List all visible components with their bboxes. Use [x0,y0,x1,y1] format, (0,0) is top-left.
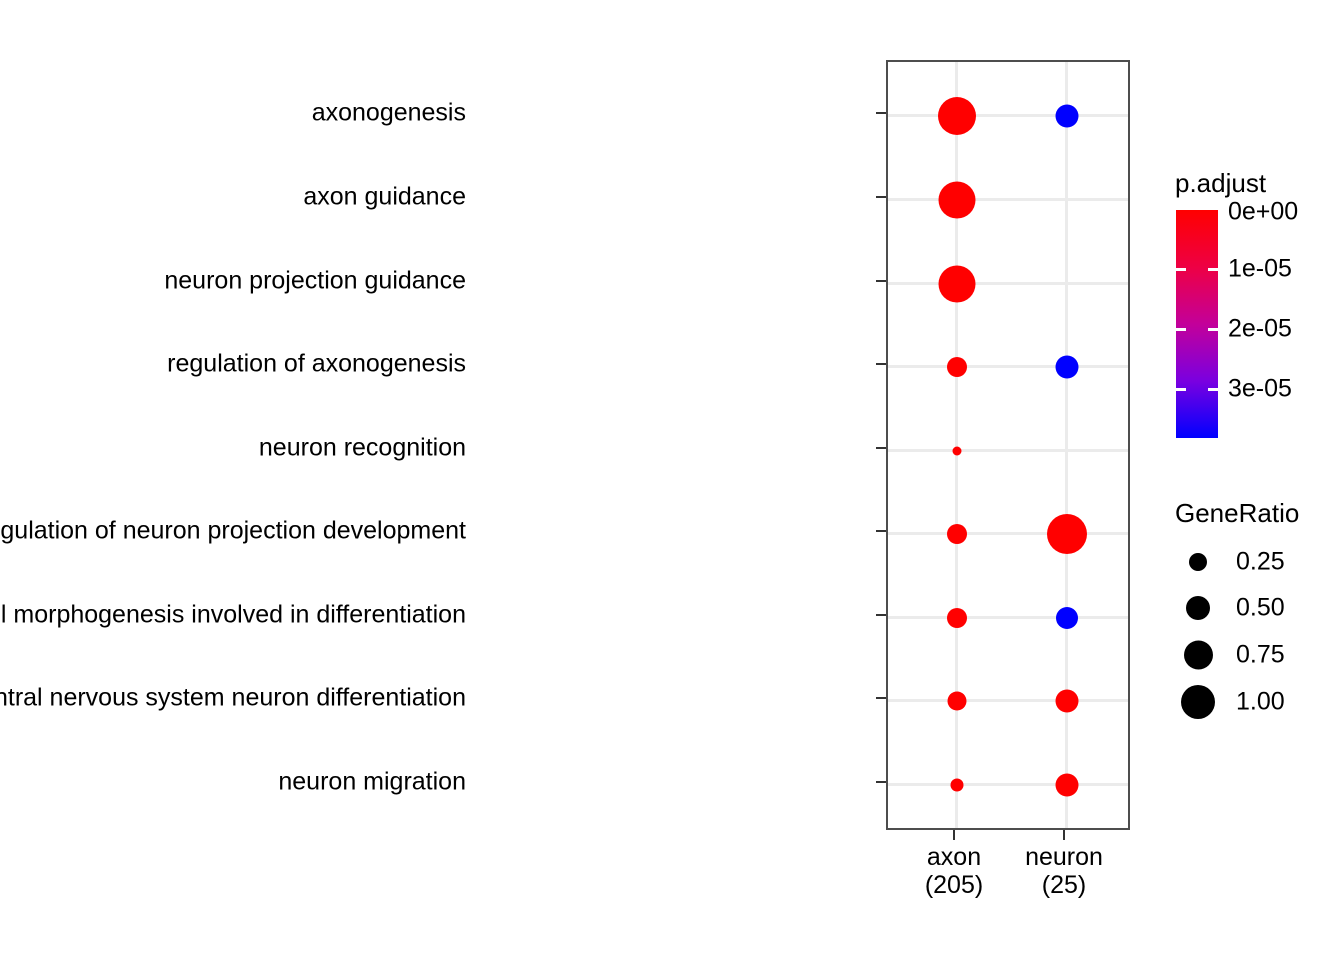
gridline-h-row-7 [888,616,1128,619]
y-tick-label-regulation-of-axonogenesis: regulation of axonogenesis [167,349,466,378]
gridline-v-neuron [1065,62,1068,828]
y-tick-label-neuron-migration: neuron migration [278,767,466,796]
y-tick-mark-6 [876,530,886,532]
generatio-label-3: 1.00 [1236,687,1285,716]
colorbar-tick-3e-05-left [1176,388,1186,391]
gridline-h-row-2 [888,198,1128,201]
gridline-h-row-1 [888,114,1128,117]
x-tick-label-neuron: neuron (25) [1025,843,1103,899]
gridline-h-row-6 [888,532,1128,535]
colorbar-label-1: 1e-05 [1228,254,1292,283]
data-point [1055,606,1078,629]
y-tick-mark-2 [876,196,886,198]
legend-padjust-title: p.adjust [1175,168,1267,198]
data-point [950,778,963,791]
x-tick-label-neuron-name: neuron [1025,843,1103,871]
y-tick-label-regulation-of-neuron-projection-development: regulation of neuron projection developm… [0,516,466,545]
colorbar-tick-1e-05-right [1208,268,1218,271]
y-tick-mark-1 [876,112,886,114]
generatio-key-3 [1176,685,1220,719]
y-tick-label-axonogenesis: axonogenesis [311,98,466,127]
legend-generatio-title: GeneRatio [1175,498,1300,528]
data-point [946,607,967,628]
y-tick-mark-4 [876,363,886,365]
data-point [938,181,975,218]
generatio-label-1: 0.50 [1236,593,1285,622]
x-tick-label-axon: axon (205) [925,843,983,899]
padjust-colorbar [1176,210,1218,438]
x-tick-label-neuron-count: (25) [1041,871,1087,899]
colorbar-tick-1e-05-left [1176,268,1186,271]
gridline-h-row-9 [888,783,1128,786]
y-tick-mark-8 [876,697,886,699]
colorbar-label-3: 3e-05 [1228,374,1292,403]
generatio-label-0: 0.25 [1236,547,1285,576]
colorbar-label-0: 0e+00 [1228,197,1299,226]
generatio-dot-1 [1186,596,1210,620]
data-point [1055,355,1078,378]
y-tick-mark-3 [876,280,886,282]
data-point [952,446,961,455]
gridline-h-row-5 [888,449,1128,452]
data-point [946,523,967,544]
data-point [947,691,966,710]
data-point [1046,513,1087,554]
data-point [1055,773,1078,796]
gridline-h-row-3 [888,282,1128,285]
colorbar-tick-2e-05-right [1208,328,1218,331]
x-tick-label-axon-count: (205) [924,871,984,899]
y-tick-label-regulation-of-cell-morphogenesis: regulation of cell morphogenesis involve… [0,600,466,629]
y-tick-label-neuron-projection-guidance: neuron projection guidance [164,266,466,295]
y-tick-label-neuron-recognition: neuron recognition [258,433,466,462]
y-tick-mark-5 [876,447,886,449]
generatio-key-0 [1176,553,1220,571]
y-tick-mark-7 [876,614,886,616]
colorbar-label-2: 2e-05 [1228,314,1292,343]
x-tick-mark-neuron [1063,830,1065,840]
generatio-dot-0 [1189,553,1207,571]
data-point [937,96,976,135]
data-point [938,265,975,302]
y-tick-mark-9 [876,781,886,783]
x-tick-mark-axon [953,830,955,840]
data-point [1055,104,1078,127]
gridline-h-row-8 [888,699,1128,702]
y-tick-label-cns-neuron-differentiation: central nervous system neuron differenti… [0,683,466,712]
data-point [946,356,967,377]
colorbar-tick-3e-05-right [1208,388,1218,391]
generatio-dot-2 [1183,640,1213,670]
gridline-h-row-4 [888,365,1128,368]
generatio-dot-3 [1181,685,1215,719]
y-tick-label-axon-guidance: axon guidance [303,182,466,211]
data-point [1055,689,1078,712]
gridline-v-axon [955,62,958,828]
colorbar-tick-2e-05-left [1176,328,1186,331]
generatio-label-2: 0.75 [1236,640,1285,669]
generatio-key-2 [1176,640,1220,670]
generatio-key-1 [1176,596,1220,620]
plot-panel [886,60,1130,830]
x-tick-label-axon-name: axon [926,843,982,871]
